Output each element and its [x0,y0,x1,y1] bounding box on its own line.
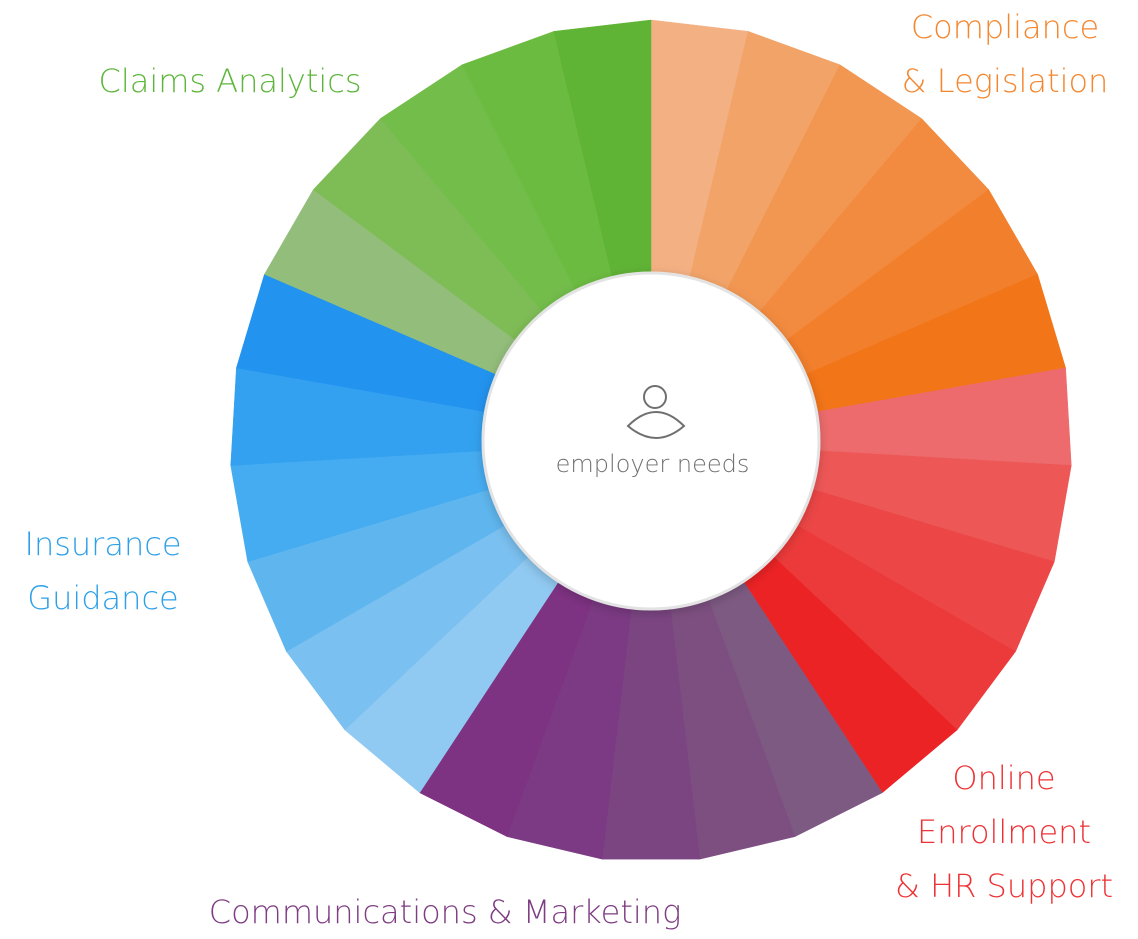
label-line: Online [952,759,1056,797]
category-label-claims: Claims Analytics [70,54,390,108]
hub [489,279,813,603]
label-line: Insurance [24,525,182,563]
label-line: Compliance [910,8,1100,46]
label-line: Guidance [27,579,179,617]
person-icon [626,385,686,440]
category-label-communications: Communications & Marketing [140,885,750,939]
category-label-compliance: Compliance & Legislation [880,0,1130,108]
category-label-online-enrollment: Online Enrollment & HR Support [870,751,1138,913]
label-line: Enrollment [917,813,1091,851]
label-line: & HR Support [894,867,1114,905]
label-line: Communications & Marketing [208,893,682,931]
category-label-insurance: Insurance Guidance [0,517,206,625]
label-line: & Legislation [901,62,1109,100]
label-line: Claims Analytics [98,62,362,100]
wheel-segments [230,19,1072,860]
center-label: employer needs [555,450,750,478]
